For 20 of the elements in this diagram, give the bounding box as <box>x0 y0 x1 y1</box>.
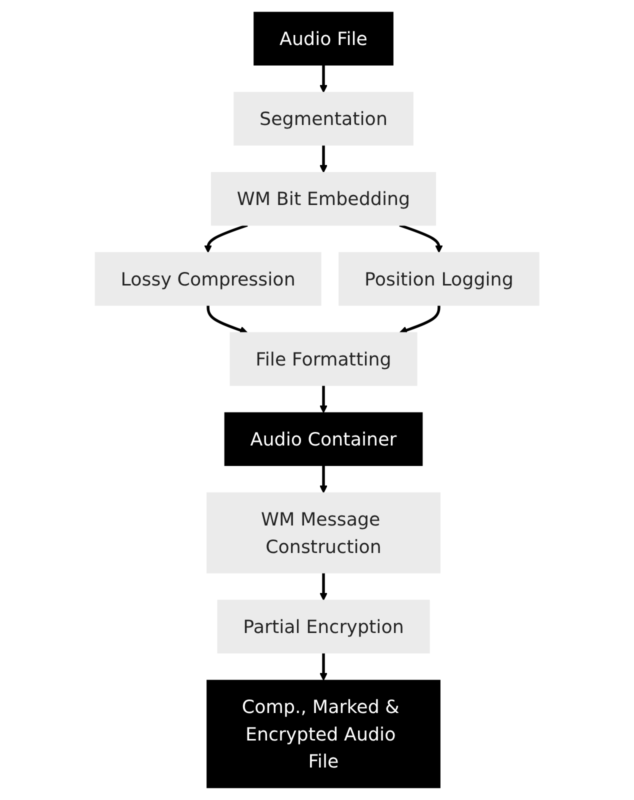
arrow <box>204 224 248 253</box>
arrow <box>206 305 248 334</box>
node-box: Audio Container <box>224 412 423 466</box>
arrow <box>319 653 328 681</box>
arrow <box>319 145 328 173</box>
node-box: Position Logging <box>338 252 540 306</box>
node-box: Audio File <box>254 12 394 66</box>
arrow <box>399 224 443 253</box>
node-box: File Formatting <box>230 332 418 386</box>
arrow <box>319 466 328 494</box>
node-box: Segmentation <box>234 92 414 146</box>
node-box: WM Bit Embedding <box>210 172 436 226</box>
node-box: Comp., Marked & Encrypted Audio File <box>206 680 440 788</box>
arrow <box>319 65 328 93</box>
node-box: WM Message Construction <box>206 492 440 574</box>
arrow <box>319 572 328 601</box>
arrow <box>319 385 328 414</box>
node-box: Partial Encryption <box>217 600 430 654</box>
node-box: Lossy Compression <box>94 252 322 306</box>
arrow <box>399 305 440 334</box>
